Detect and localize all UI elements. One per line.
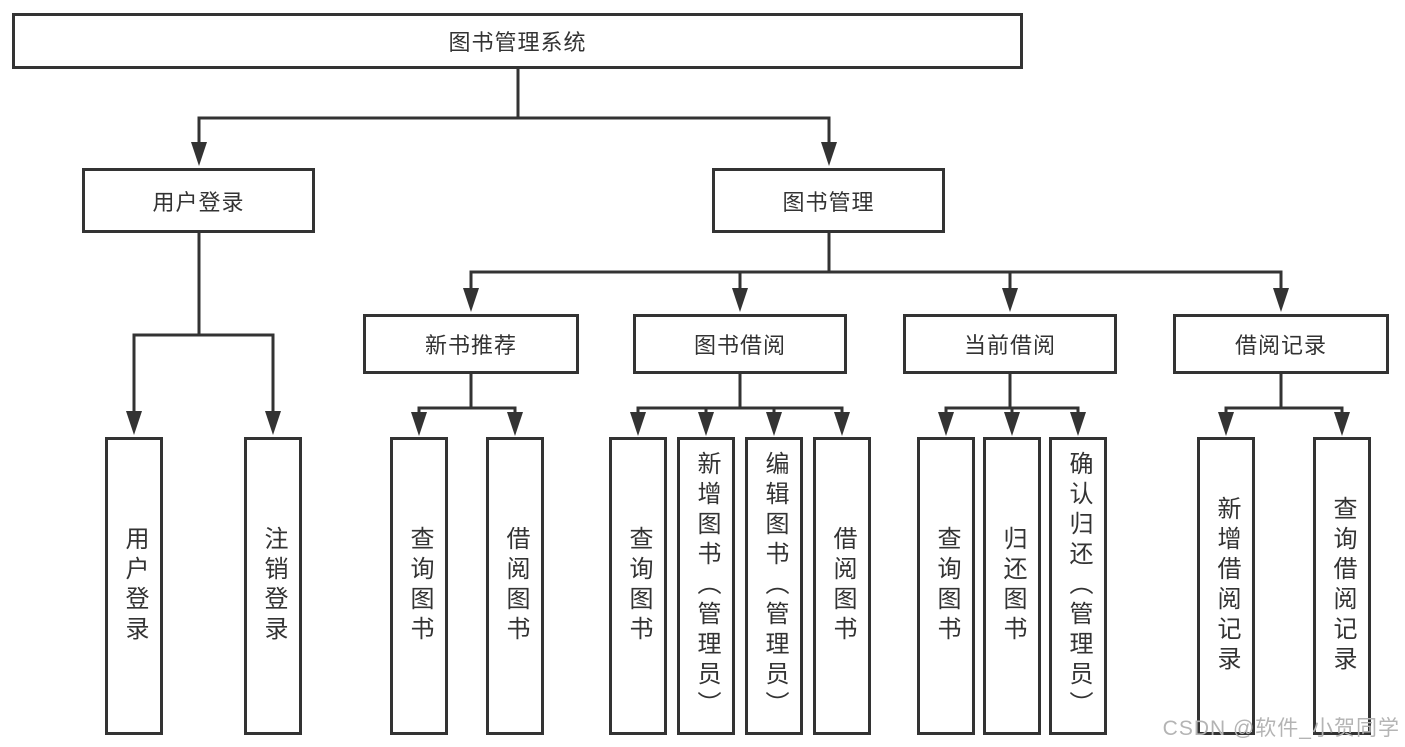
node-library-system: 图书管理系统 — [12, 13, 1023, 69]
csdn-watermark: CSDN @软件_小贺同学 — [1162, 717, 1400, 740]
leaf-add-borrow-record: 新增借阅记录 — [1197, 437, 1255, 735]
leaf-query-books-current: 查询图书 — [917, 437, 975, 735]
leaf-query-books-recommend: 查询图书 — [390, 437, 448, 735]
leaf-add-book-admin: 新增图书（管理员） — [677, 437, 735, 735]
leaf-borrow-books: 借阅图书 — [813, 437, 871, 735]
node-borrow-records: 借阅记录 — [1173, 314, 1389, 374]
leaf-query-borrow-record: 查询借阅记录 — [1313, 437, 1371, 735]
node-book-management: 图书管理 — [712, 168, 945, 233]
leaf-edit-book-admin: 编辑图书（管理员） — [745, 437, 803, 735]
leaf-logout: 注销登录 — [244, 437, 302, 735]
node-book-borrow: 图书借阅 — [633, 314, 847, 374]
node-new-book-recommend: 新书推荐 — [363, 314, 579, 374]
leaf-user-login: 用户登录 — [105, 437, 163, 735]
leaf-borrow-books-recommend: 借阅图书 — [486, 437, 544, 735]
leaf-query-books-borrow: 查询图书 — [609, 437, 667, 735]
leaf-confirm-return-admin: 确认归还（管理员） — [1049, 437, 1107, 735]
node-user-login: 用户登录 — [82, 168, 315, 233]
leaf-return-books: 归还图书 — [983, 437, 1041, 735]
node-current-borrow: 当前借阅 — [903, 314, 1117, 374]
